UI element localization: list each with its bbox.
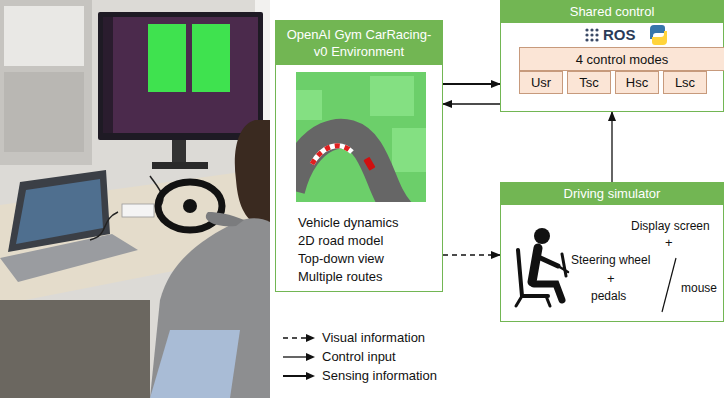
mode-label: Lsc xyxy=(675,75,695,90)
box-heading: OpenAI Gym CarRacing-v0 Environment xyxy=(276,21,442,65)
mode-box: 4 control modes xyxy=(519,47,724,71)
mode-label: Usr xyxy=(531,75,551,90)
mode-label: Tsc xyxy=(579,75,599,90)
drawing-shape xyxy=(312,146,352,164)
device-text: Steering wheel xyxy=(571,253,650,267)
drawing-shape xyxy=(585,33,588,36)
device-text: + xyxy=(607,271,615,286)
device-text: pedals xyxy=(591,289,626,303)
legend-line xyxy=(283,356,308,357)
drawing-shape xyxy=(558,266,568,272)
drawing-shape xyxy=(150,330,240,398)
legend-head xyxy=(306,353,315,361)
feature-text: Vehicle dynamics xyxy=(298,214,398,232)
mode-label: 4 control modes xyxy=(576,52,669,67)
legend-head xyxy=(306,372,315,380)
drawing-shape xyxy=(562,254,566,276)
drawing-shape xyxy=(392,128,426,172)
drawing-shape xyxy=(534,228,550,244)
setup-photo xyxy=(0,0,270,398)
drawing-shape xyxy=(122,204,154,217)
legend-row: Control input xyxy=(282,349,396,364)
drawing-shape xyxy=(590,33,593,36)
connector-arrow xyxy=(443,254,500,255)
drawing-shape xyxy=(585,38,588,41)
drawing-shape xyxy=(312,146,352,164)
legend-line xyxy=(283,375,308,377)
connector-arrow xyxy=(443,103,500,104)
drawing-shape xyxy=(590,28,593,31)
legend-text: Sensing information xyxy=(322,368,437,383)
legend-sample xyxy=(282,370,316,382)
drawing-shape xyxy=(595,28,598,31)
drawing-shape xyxy=(4,6,84,66)
drawing-shape xyxy=(192,24,230,92)
driver-icon xyxy=(516,228,568,306)
box-heading: Driving simulator xyxy=(501,183,723,205)
drawing-shape xyxy=(0,300,150,398)
drawing-shape xyxy=(296,90,322,120)
drawing-shape xyxy=(150,218,270,398)
drawing-shape xyxy=(532,248,538,282)
legend-sample xyxy=(282,332,316,344)
legend-row: Sensing information xyxy=(282,368,437,383)
drawing-shape xyxy=(536,256,558,266)
mode-box: Hsc xyxy=(615,71,659,94)
mode-box: Lsc xyxy=(663,71,707,94)
device-text: Display screen xyxy=(631,219,710,233)
drawing-shape xyxy=(0,0,270,398)
mode-label: Hsc xyxy=(626,75,648,90)
device-text: ROS xyxy=(603,26,636,43)
drawing-shape xyxy=(296,134,400,202)
box-heading: Shared control xyxy=(501,1,723,23)
drawing-shape xyxy=(90,176,163,240)
legend-text: Control input xyxy=(322,349,396,364)
legend-text: Visual information xyxy=(322,330,425,345)
legend-sample xyxy=(282,351,316,363)
drawing-shape xyxy=(370,76,414,116)
connector-arrow xyxy=(443,83,500,85)
legend-row: Visual information xyxy=(282,330,425,345)
drawing-shape xyxy=(206,212,244,226)
mode-box: Usr xyxy=(519,71,563,94)
drawing-shape xyxy=(363,157,375,171)
ros-logo xyxy=(585,28,598,41)
feature-text: Multiple routes xyxy=(298,268,383,286)
game-view xyxy=(290,72,426,212)
device-text: + xyxy=(665,235,673,250)
drawing-shape xyxy=(103,17,258,133)
drawing-shape xyxy=(0,0,92,165)
device-text: mouse xyxy=(681,281,717,295)
legend-head xyxy=(306,334,315,342)
environment-box: OpenAI Gym CarRacing-v0 EnvironmentVehic… xyxy=(275,20,443,292)
drawing-shape xyxy=(296,72,426,202)
drawing-shape xyxy=(652,31,667,45)
drawing-shape xyxy=(585,28,588,31)
drawing-shape xyxy=(152,162,208,169)
drawing-shape xyxy=(518,250,548,296)
drawing-shape xyxy=(516,296,550,306)
feature-text: Top-down view xyxy=(298,250,384,268)
drawing-shape xyxy=(595,33,598,36)
mode-box: Tsc xyxy=(567,71,611,94)
legend-line xyxy=(283,337,308,338)
drawing-shape xyxy=(148,24,186,92)
module-box: Driving simulatorDisplay screen + Steering… xyxy=(500,182,724,322)
drawing-shape xyxy=(103,17,113,133)
connector-arrow xyxy=(611,112,612,182)
module-box: Shared controlROS 4 control modesUsr Tsc Hs… xyxy=(500,0,724,112)
slash-line xyxy=(662,258,676,312)
drawing-shape xyxy=(235,120,270,230)
drawing-shape xyxy=(98,12,263,140)
drawing-shape xyxy=(595,38,598,41)
drawing-shape xyxy=(8,170,110,252)
feature-text: 2D road model xyxy=(298,232,383,250)
drawing-shape xyxy=(183,199,197,213)
drawing-shape xyxy=(16,179,103,244)
drawing-shape xyxy=(590,38,593,41)
python-logo xyxy=(650,25,667,45)
drawing-shape xyxy=(4,72,84,152)
